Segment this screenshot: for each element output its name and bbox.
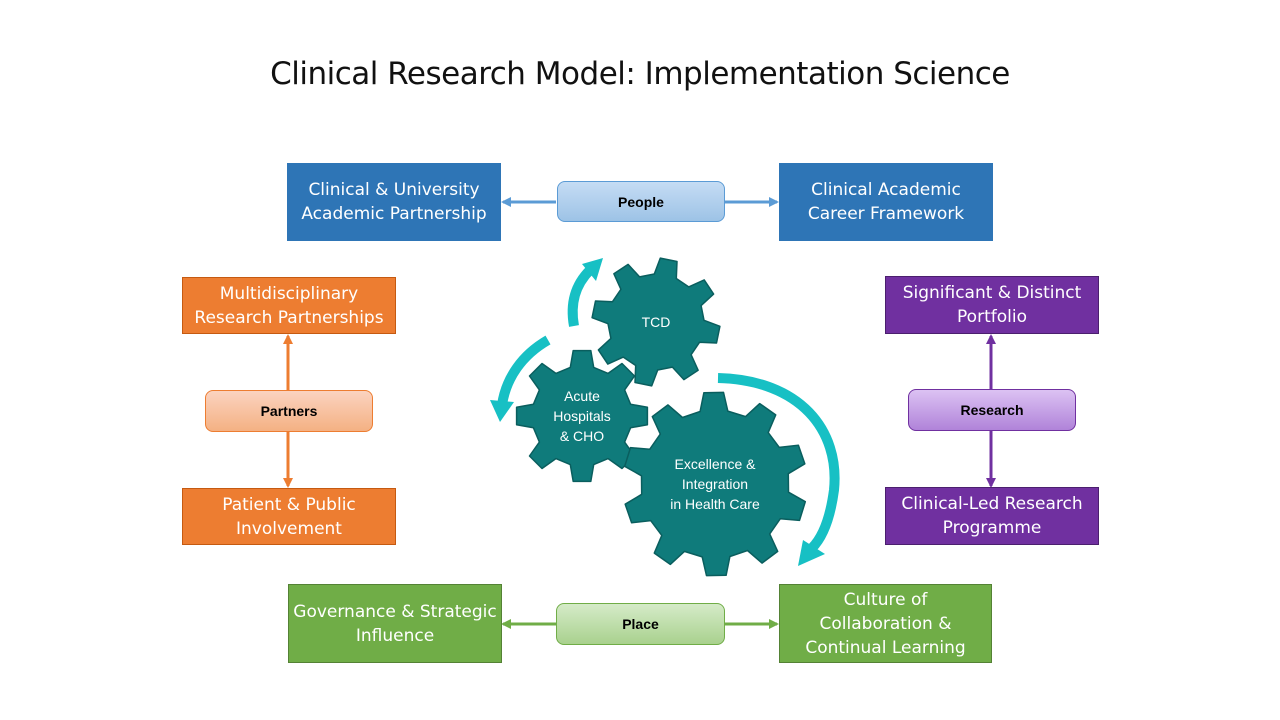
research-hub: Research <box>908 389 1076 431</box>
cycle-arrow-left <box>490 335 551 422</box>
gear-label-acute-hospitals: Acute Hospitals & CHO <box>553 388 611 444</box>
multidisciplinary-partnerships-box: Multidisciplinary Research Partnerships <box>182 277 396 334</box>
diagram-title: Clinical Research Model: Implementation … <box>270 56 1010 92</box>
significant-portfolio-box: Significant & Distinct Portfolio <box>885 276 1099 334</box>
place-hub: Place <box>556 603 725 645</box>
gear-label-tcd: TCD <box>641 314 671 330</box>
culture-box: Culture of Collaboration & Continual Lea… <box>779 584 992 663</box>
clinical-led-programme-box: Clinical-Led Research Programme <box>885 487 1099 545</box>
gear-tcd-icon <box>591 257 721 387</box>
governance-box: Governance & Strategic Influence <box>288 584 502 663</box>
gears-group <box>515 257 807 577</box>
people-hub: People <box>557 181 725 222</box>
gear-label-excellence: Excellence & Integration in Health Care <box>670 456 760 512</box>
cycle-arrow-right <box>717 373 840 566</box>
clinical-university-partnership-box: Clinical & University Academic Partnersh… <box>287 163 501 241</box>
clinical-academic-career-box: Clinical Academic Career Framework <box>779 163 993 241</box>
gear-excellence-icon <box>623 391 807 577</box>
cycle-arrow-top <box>567 258 603 327</box>
patient-public-involvement-box: Patient & Public Involvement <box>182 488 396 545</box>
partners-hub: Partners <box>205 390 373 432</box>
